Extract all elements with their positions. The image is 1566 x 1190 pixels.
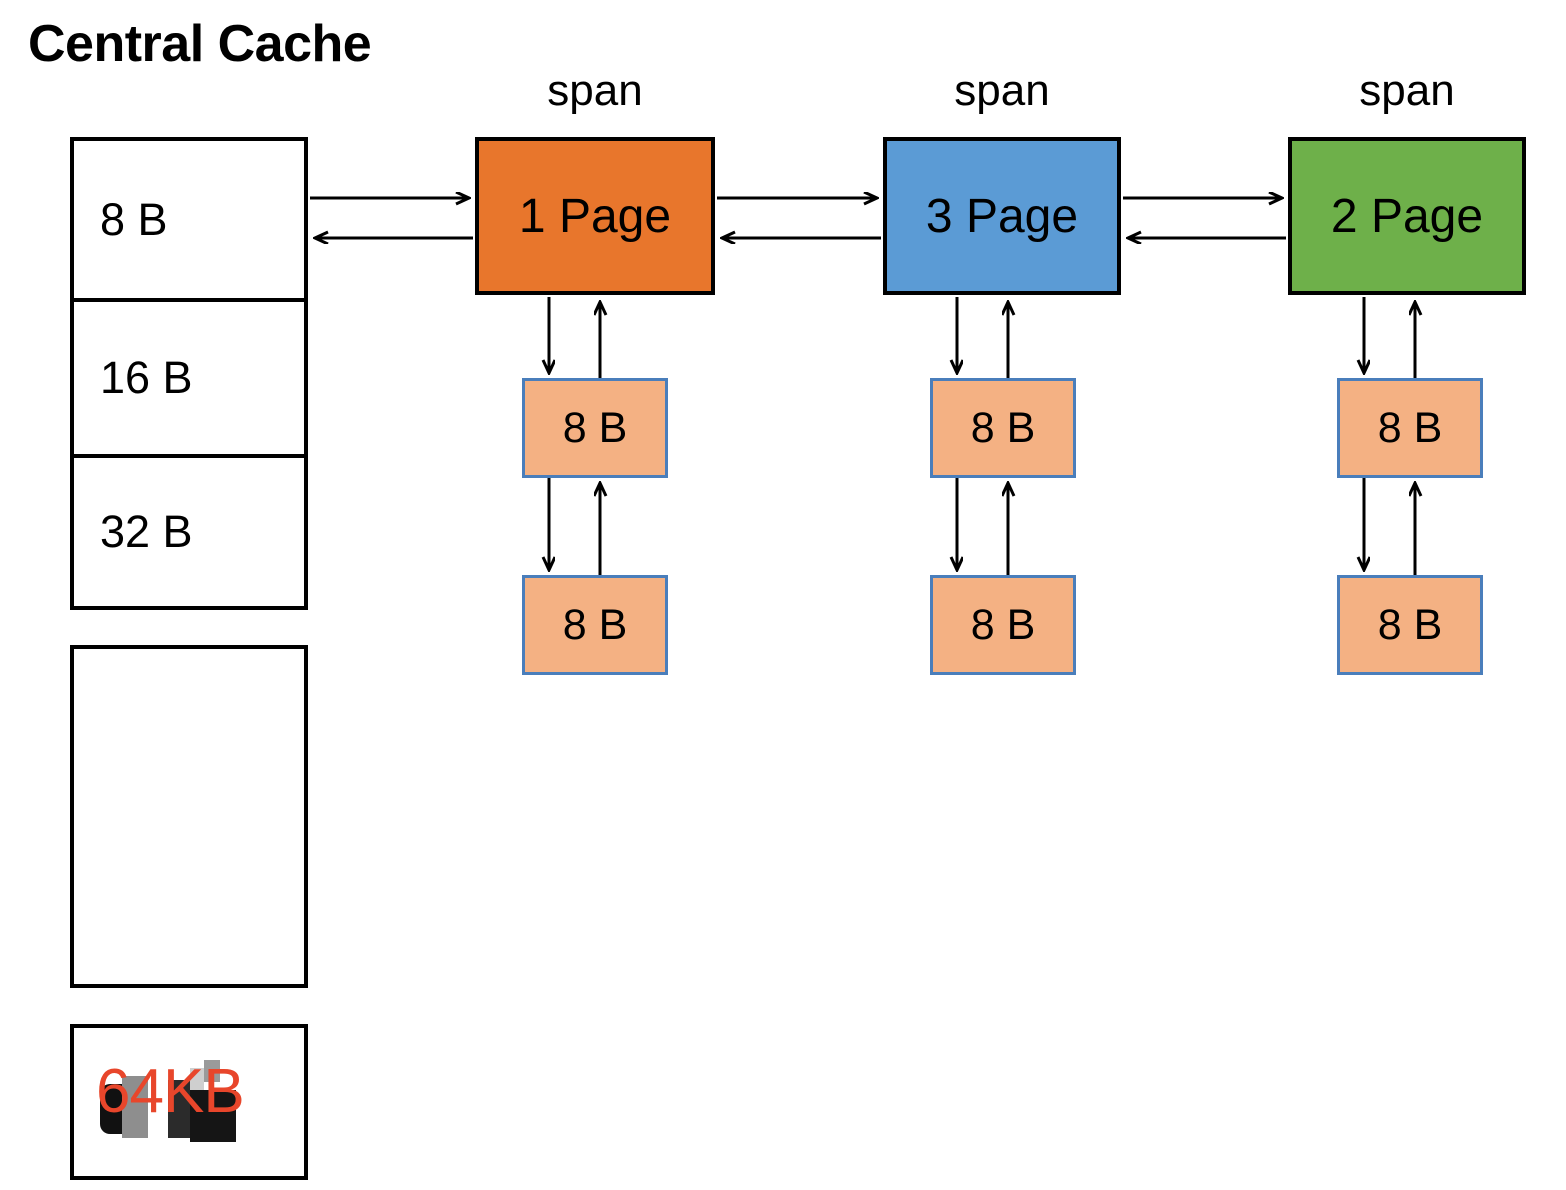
free-list-cell-8b[interactable]: 8 B xyxy=(74,141,304,298)
page-title: Central Cache xyxy=(28,15,372,73)
object-box-label: 8 B xyxy=(970,403,1036,452)
free-list-64kb-label: 64KB xyxy=(96,1057,245,1126)
span-caption-3: span xyxy=(1359,66,1455,115)
redaction-block-icon xyxy=(204,1060,220,1082)
redaction-block-icon xyxy=(148,1072,168,1138)
span-box-2-page[interactable]: 2 Page xyxy=(1288,137,1526,295)
object-box-label: 8 B xyxy=(1377,600,1443,649)
span-box-label: 3 Page xyxy=(925,189,1079,243)
arrow-span1-to-span2 xyxy=(717,198,881,238)
span-box-3-page[interactable]: 3 Page xyxy=(883,137,1121,295)
free-list-cell-label: 16 B xyxy=(100,352,193,403)
free-list-cell-64kb[interactable]: 64KB xyxy=(70,1024,308,1180)
object-box-label: 8 B xyxy=(562,600,628,649)
object-box-span1-2[interactable]: 8 B xyxy=(522,575,668,675)
object-box-span2-2[interactable]: 8 B xyxy=(930,575,1076,675)
free-list-cell-16b[interactable]: 16 B xyxy=(74,298,304,454)
span-box-label: 1 Page xyxy=(518,189,672,243)
free-list-empty-cell[interactable] xyxy=(70,645,308,988)
redaction-block-icon xyxy=(122,1076,148,1138)
span-caption-2: span xyxy=(954,66,1050,115)
span-caption-1: span xyxy=(547,66,643,115)
redaction-block-icon xyxy=(168,1080,190,1138)
object-box-label: 8 B xyxy=(970,600,1036,649)
object-box-span2-1[interactable]: 8 B xyxy=(930,378,1076,478)
span-box-label: 2 Page xyxy=(1330,189,1484,243)
redaction-block-icon xyxy=(190,1090,236,1142)
free-list-size-classes: 8 B 16 B 32 B xyxy=(70,137,308,610)
object-box-span3-2[interactable]: 8 B xyxy=(1337,575,1483,675)
free-list-64kb-inner: 64KB xyxy=(74,1028,304,1176)
arrow-freelist-to-span1 xyxy=(310,198,473,238)
object-box-label: 8 B xyxy=(562,403,628,452)
free-list-cell-label: 32 B xyxy=(100,506,193,557)
arrow-span2-to-span3 xyxy=(1123,198,1286,238)
object-box-span3-1[interactable]: 8 B xyxy=(1337,378,1483,478)
span-box-1-page[interactable]: 1 Page xyxy=(475,137,715,295)
free-list-cell-label: 8 B xyxy=(100,193,168,245)
object-box-label: 8 B xyxy=(1377,403,1443,452)
free-list-cell-32b[interactable]: 32 B xyxy=(74,454,304,606)
object-box-span1-1[interactable]: 8 B xyxy=(522,378,668,478)
